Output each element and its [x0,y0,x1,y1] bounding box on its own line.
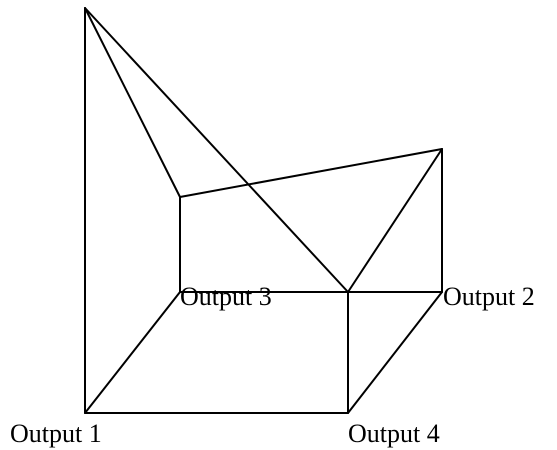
edge-top-apex-to-center-vertex [84,7,349,293]
label-output-3: Output 3 [180,282,272,311]
edge-output-2-to-output-4 [347,291,443,414]
label-output-1: Output 1 [10,419,102,448]
edge-upper-left-vertex-to-upper-right-apex [179,148,443,198]
edge-upper-right-apex-to-center-vertex [347,148,443,293]
label-output-2: Output 2 [443,282,535,311]
edge-top-apex-to-upper-left-vertex [84,7,181,198]
edge-output-3-to-output-1 [84,291,181,414]
label-output-4: Output 4 [348,419,440,448]
